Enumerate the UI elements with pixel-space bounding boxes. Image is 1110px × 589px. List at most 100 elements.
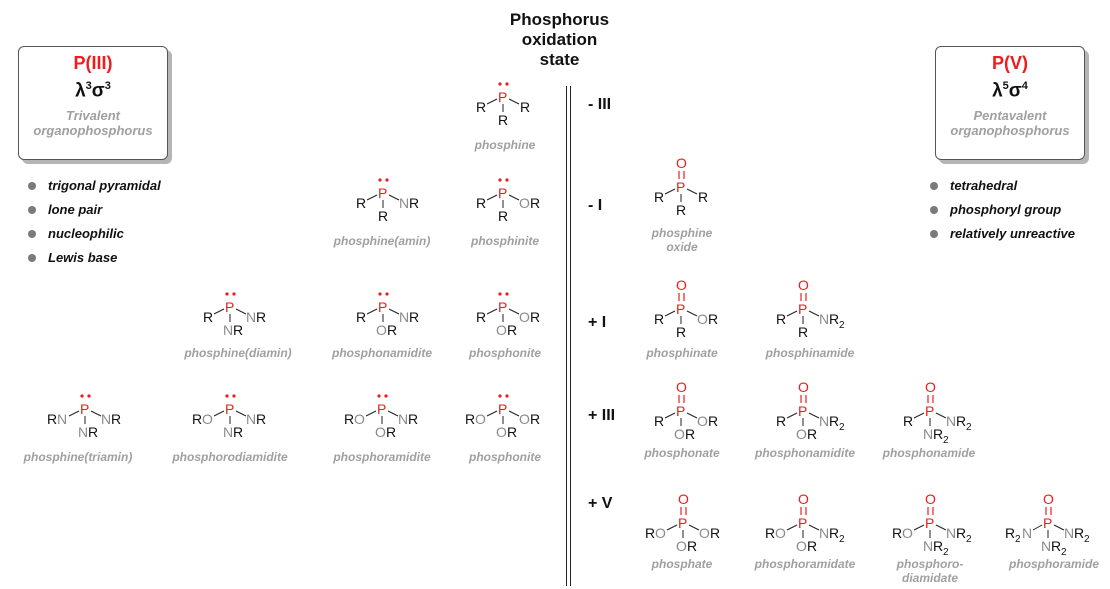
ox-state-plus-3: + III [588, 407, 616, 424]
svg-text:R: R [47, 411, 57, 427]
svg-text:R: R [378, 208, 388, 224]
svg-text:P: P [798, 515, 807, 531]
phosphonamidite-label: phosphonamidite [332, 346, 432, 360]
svg-text:R: R [498, 208, 508, 224]
svg-text:P: P [678, 515, 687, 531]
oxidation-axis-divider [566, 86, 571, 586]
svg-text:O: O [354, 411, 365, 427]
svg-text:R: R [903, 413, 913, 429]
phosphine-structure: P R R R [476, 82, 530, 128]
svg-text:R: R [933, 426, 943, 442]
phosphonate-label: phosphonate [644, 446, 720, 460]
svg-text:R: R [111, 411, 121, 427]
svg-text:P: P [925, 515, 934, 531]
ox-state-minus-3: - III [588, 96, 612, 113]
svg-text:P: P [498, 89, 507, 105]
svg-text:R: R [256, 309, 266, 325]
phosphonamidite-p5-label: phosphonamidite [755, 446, 855, 460]
svg-text:P: P [798, 403, 807, 419]
svg-text:O: O [676, 379, 687, 395]
svg-text:N: N [101, 411, 111, 427]
svg-text:P: P [378, 299, 387, 315]
svg-text:N: N [946, 525, 956, 541]
svg-text:R: R [387, 322, 397, 338]
svg-text:N: N [946, 413, 956, 429]
phosphonite-label: phosphonite [469, 346, 541, 360]
svg-text:N: N [78, 424, 88, 440]
svg-text:R: R [408, 411, 418, 427]
svg-text:R: R [676, 202, 686, 218]
svg-text:R: R [530, 411, 540, 427]
svg-text:O: O [519, 411, 530, 427]
svg-text:R: R [654, 311, 664, 327]
svg-text:N: N [246, 309, 256, 325]
phosphine-diamin-label: phosphine(diamin) [184, 346, 292, 360]
svg-text:N: N [399, 195, 409, 211]
axis-title-line2: oxidation [521, 30, 598, 49]
phosphinate-label: phosphinate [646, 346, 718, 360]
svg-text:R: R [233, 424, 243, 440]
svg-text:O: O [798, 491, 809, 507]
svg-text:O: O [678, 491, 689, 507]
phosphine-amin-label: phosphine(amin) [333, 234, 431, 248]
svg-text:R: R [192, 411, 202, 427]
ox-state-plus-1: + I [588, 314, 607, 331]
svg-text:P: P [80, 401, 89, 417]
svg-text:R: R [829, 413, 839, 429]
p3-property: nucleophilic [26, 226, 161, 250]
svg-text:P: P [676, 179, 685, 195]
svg-text:O: O [925, 491, 936, 507]
svg-text:R: R [203, 309, 213, 325]
svg-text:R: R [829, 311, 839, 327]
svg-text:O: O [796, 538, 807, 554]
svg-text:2: 2 [966, 422, 972, 433]
svg-text:P: P [676, 403, 685, 419]
phosphoramidite-label: phosphoramidite [333, 450, 431, 464]
oxidation-state-axis-title: Phosphorus oxidation state [497, 10, 622, 70]
axis-title-line1: Phosphorus [509, 10, 610, 29]
phosphate-label: phosphate [651, 557, 713, 571]
svg-text:P: P [798, 301, 807, 317]
svg-text:R: R [498, 112, 508, 128]
svg-text:N: N [399, 309, 409, 325]
phosphoramide-label: phosphoramide [1008, 557, 1099, 571]
svg-text:O: O [519, 309, 530, 325]
svg-text:R: R [1005, 525, 1015, 541]
svg-text:R: R [233, 322, 243, 338]
phosphine-label: phosphine [474, 138, 536, 152]
svg-text:2: 2 [839, 422, 845, 433]
p5-property: phosphoryl group [928, 202, 1075, 226]
svg-text:R: R [409, 195, 419, 211]
svg-text:N: N [819, 413, 829, 429]
svg-text:R: R [807, 426, 817, 442]
svg-text:R: R [465, 411, 475, 427]
svg-text:O: O [202, 411, 213, 427]
svg-text:O: O [699, 525, 710, 541]
svg-text:R: R [476, 309, 486, 325]
svg-text:O: O [655, 525, 666, 541]
svg-text:R: R [892, 525, 902, 541]
svg-text:N: N [819, 525, 829, 541]
svg-text:N: N [1022, 525, 1032, 541]
svg-text:O: O [697, 413, 708, 429]
svg-text:O: O [674, 426, 685, 442]
phosphonamide-label: phosphonamide [882, 446, 976, 460]
p3-lambda-sigma: λ3σ3 [75, 80, 111, 102]
svg-text:R: R [956, 413, 966, 429]
p5-property-list: tetrahedral phosphoryl group relatively … [928, 178, 1075, 250]
svg-text:R: R [344, 411, 354, 427]
svg-text:O: O [798, 379, 809, 395]
p5-property: tetrahedral [928, 178, 1075, 202]
svg-text:P: P [1043, 515, 1052, 531]
p3-property: lone pair [26, 202, 161, 226]
